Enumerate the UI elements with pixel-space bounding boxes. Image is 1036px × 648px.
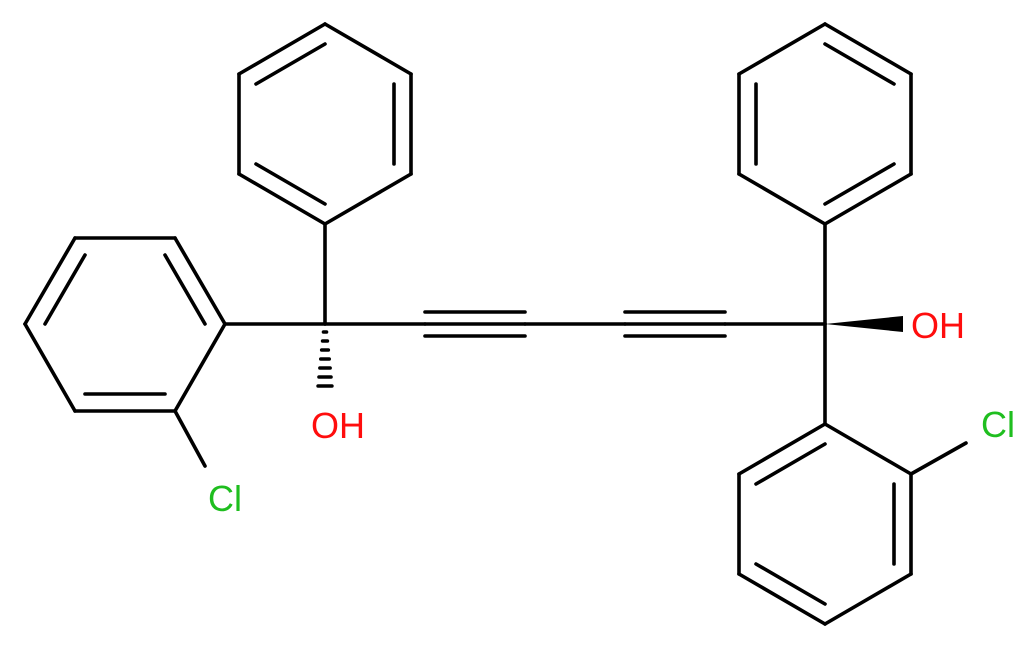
left-phenyl-ring [237, 22, 413, 226]
diyne-chain [323, 310, 827, 338]
right-chlorophenyl-ring [737, 422, 968, 626]
left-chlorophenyl-ring [23, 236, 227, 468]
left-hashed-wedge-bond [316, 330, 334, 388]
cl-right-label: Cl [981, 404, 1015, 445]
right-phenyl-ring [737, 22, 913, 226]
cl-left-label: Cl [208, 478, 242, 519]
oh-right-label: OH [911, 305, 965, 346]
right-solid-wedge-bond [825, 316, 903, 332]
oh-left-label: OH [311, 405, 365, 446]
